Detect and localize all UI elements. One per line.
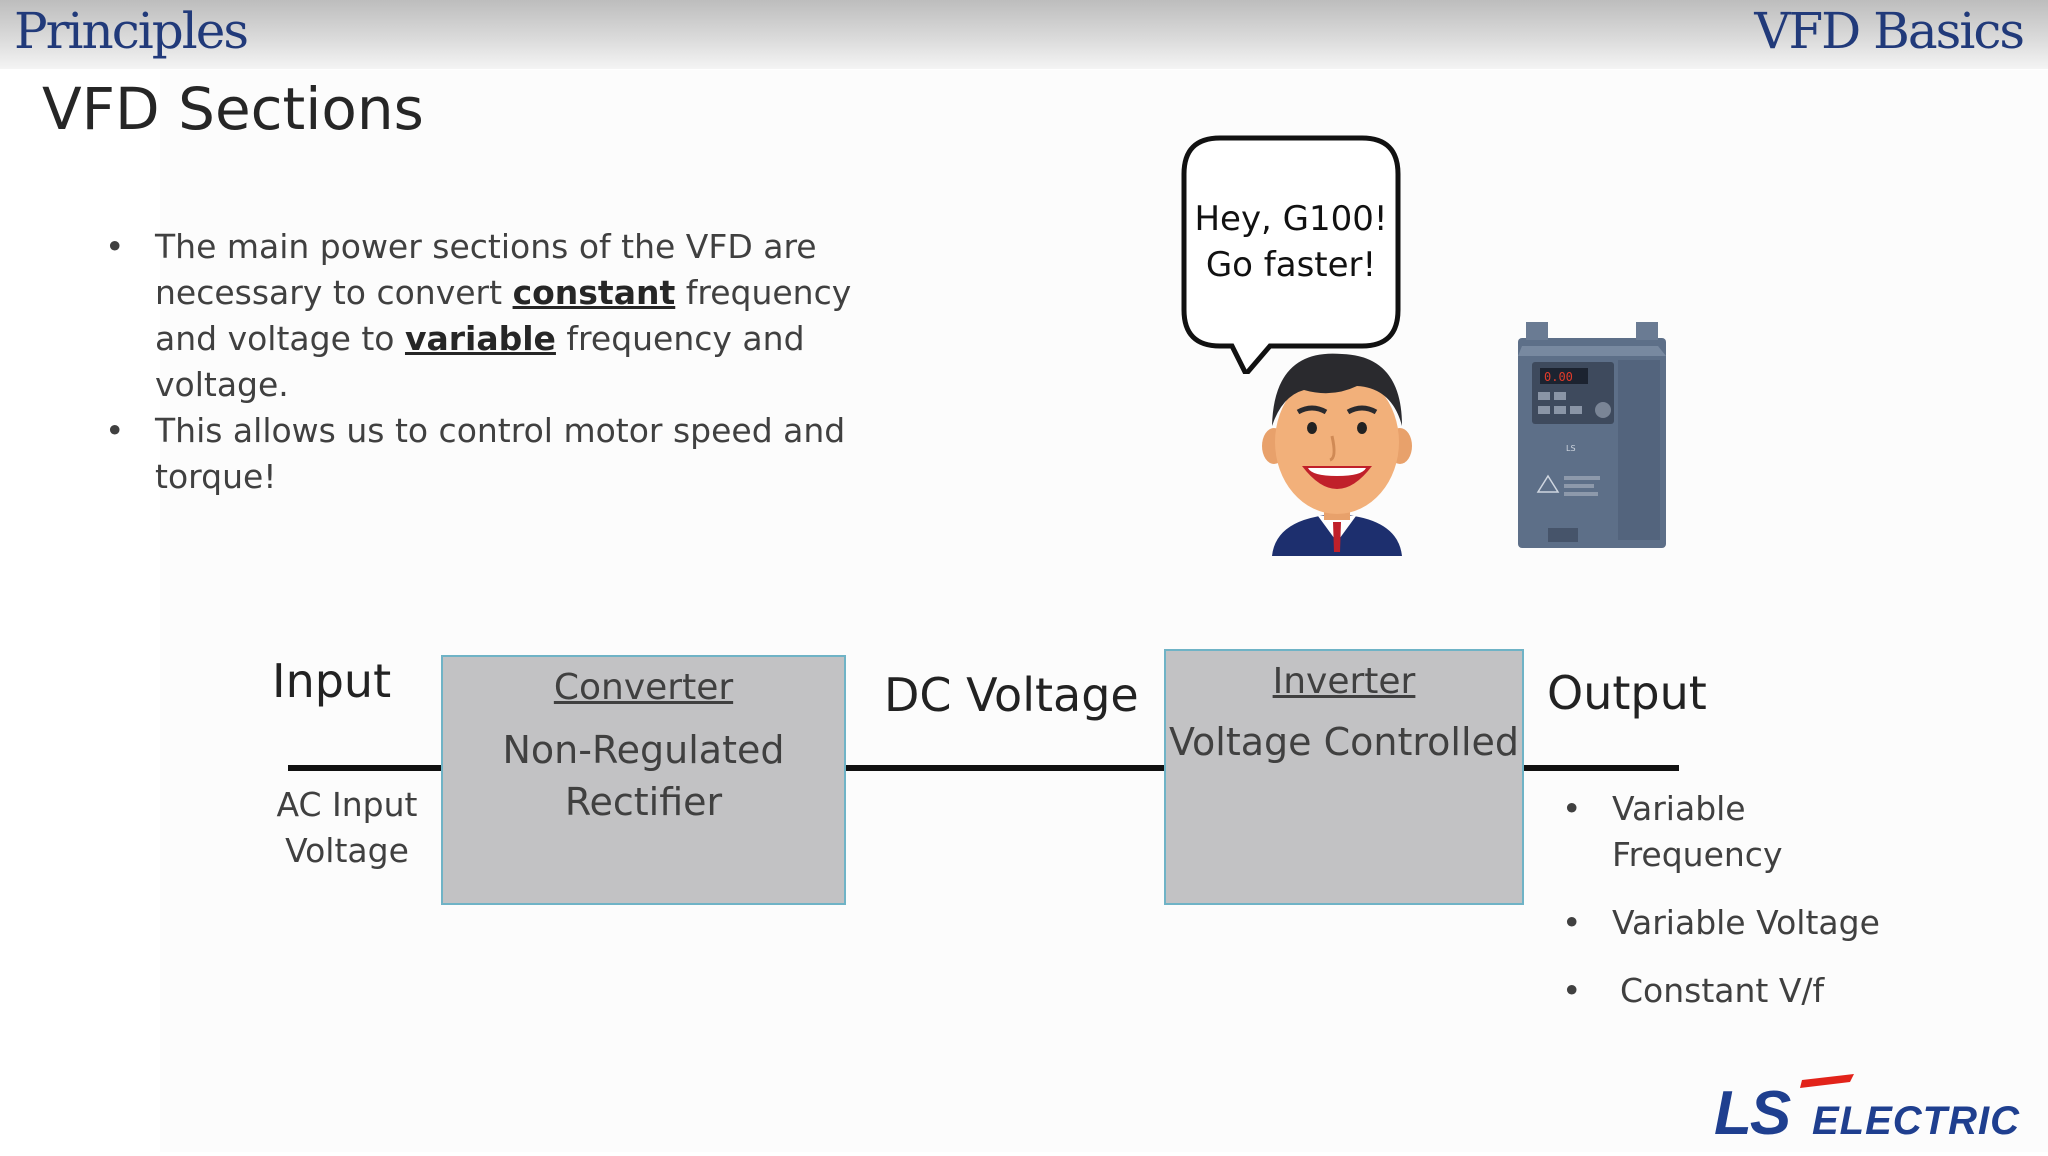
- ls-electric-logo: LS ELECTRIC: [1712, 1070, 2048, 1152]
- person-illustration: [1252, 346, 1422, 556]
- emphasis-constant: constant: [512, 273, 676, 312]
- ls-electric-logo-icon: LS ELECTRIC: [1714, 1074, 2020, 1148]
- speech-line: Hey, G100!: [1194, 199, 1388, 239]
- svg-text:0.00: 0.00: [1544, 370, 1573, 384]
- bullet-item: • This allows us to control motor speed …: [105, 408, 885, 500]
- dc-connector-line: [846, 765, 1164, 771]
- ac-input-line: AC Input: [276, 785, 418, 824]
- bullet-text: frequency and voltage.: [155, 319, 805, 404]
- vfd-device-icon: 0.00 LS: [1518, 322, 1666, 548]
- bullet-dot: •: [105, 227, 125, 266]
- converter-box: Converter Non-Regulated Rectifier: [441, 655, 846, 905]
- svg-text:LS: LS: [1566, 444, 1576, 453]
- slide-title: VFD Sections: [42, 75, 424, 143]
- bullet-dot: •: [1562, 971, 1582, 1010]
- bullet-dot: •: [105, 411, 125, 450]
- output-item: • Constant V/f: [1562, 968, 1882, 1014]
- ac-input-line: Voltage: [285, 831, 409, 870]
- svg-text:ELECTRIC: ELECTRIC: [1812, 1099, 2020, 1143]
- speech-line: Go faster!: [1205, 245, 1377, 285]
- bullet-text: This allows us to control motor speed an…: [155, 411, 846, 496]
- inverter-box: Inverter Voltage Controlled: [1164, 649, 1524, 905]
- inverter-body: Voltage Controlled: [1168, 720, 1520, 764]
- output-item-text: Variable Frequency: [1612, 789, 1783, 874]
- speech-text: Hey, G100! Go faster!: [1180, 196, 1402, 288]
- converter-title: Converter: [553, 667, 734, 708]
- output-connector-line: [1524, 765, 1679, 771]
- input-label: Input: [272, 654, 392, 708]
- converter-line: Rectifier: [564, 780, 723, 824]
- slide-background: [160, 70, 2048, 1152]
- output-item-text: Constant V/f: [1620, 971, 1825, 1010]
- converter-body: Non-Regulated Rectifier: [443, 724, 844, 828]
- dc-voltage-label: DC Voltage: [884, 668, 1139, 722]
- ac-input-voltage-label: AC Input Voltage: [268, 782, 426, 874]
- output-item-text: Variable Voltage: [1612, 903, 1880, 942]
- bullet-dot: •: [1562, 789, 1582, 828]
- bullet-text: The main power sections of the VFD are n…: [155, 227, 817, 312]
- converter-line: Non-Regulated: [502, 728, 785, 772]
- svg-text:LS: LS: [1714, 1079, 1791, 1148]
- header-right-title: VFD Basics: [1754, 2, 2025, 60]
- output-list: • Variable Frequency • Variable Voltage …: [1562, 786, 1882, 1036]
- vfd-device-image: 0.00 LS: [1508, 316, 1673, 556]
- bullet-item: • The main power sections of the VFD are…: [105, 224, 885, 408]
- speech-bubble: Hey, G100! Go faster!: [1180, 134, 1402, 374]
- bullet-text: frequency and voltage to: [155, 273, 852, 358]
- speech-bubble-icon: [1181, 135, 1401, 374]
- header-bar: Principles VFD Basics: [0, 0, 2048, 69]
- bullet-dot: •: [1562, 903, 1582, 942]
- input-connector-line: [288, 765, 441, 771]
- inverter-title: Inverter: [1272, 661, 1416, 702]
- output-item: • Variable Frequency: [1562, 786, 1882, 878]
- bullet-list: • The main power sections of the VFD are…: [105, 224, 885, 500]
- output-item: • Variable Voltage: [1562, 900, 1882, 946]
- emphasis-variable: variable: [404, 319, 556, 358]
- person-icon: [1262, 353, 1412, 556]
- header-left-title: Principles: [14, 2, 249, 60]
- output-label: Output: [1547, 666, 1707, 720]
